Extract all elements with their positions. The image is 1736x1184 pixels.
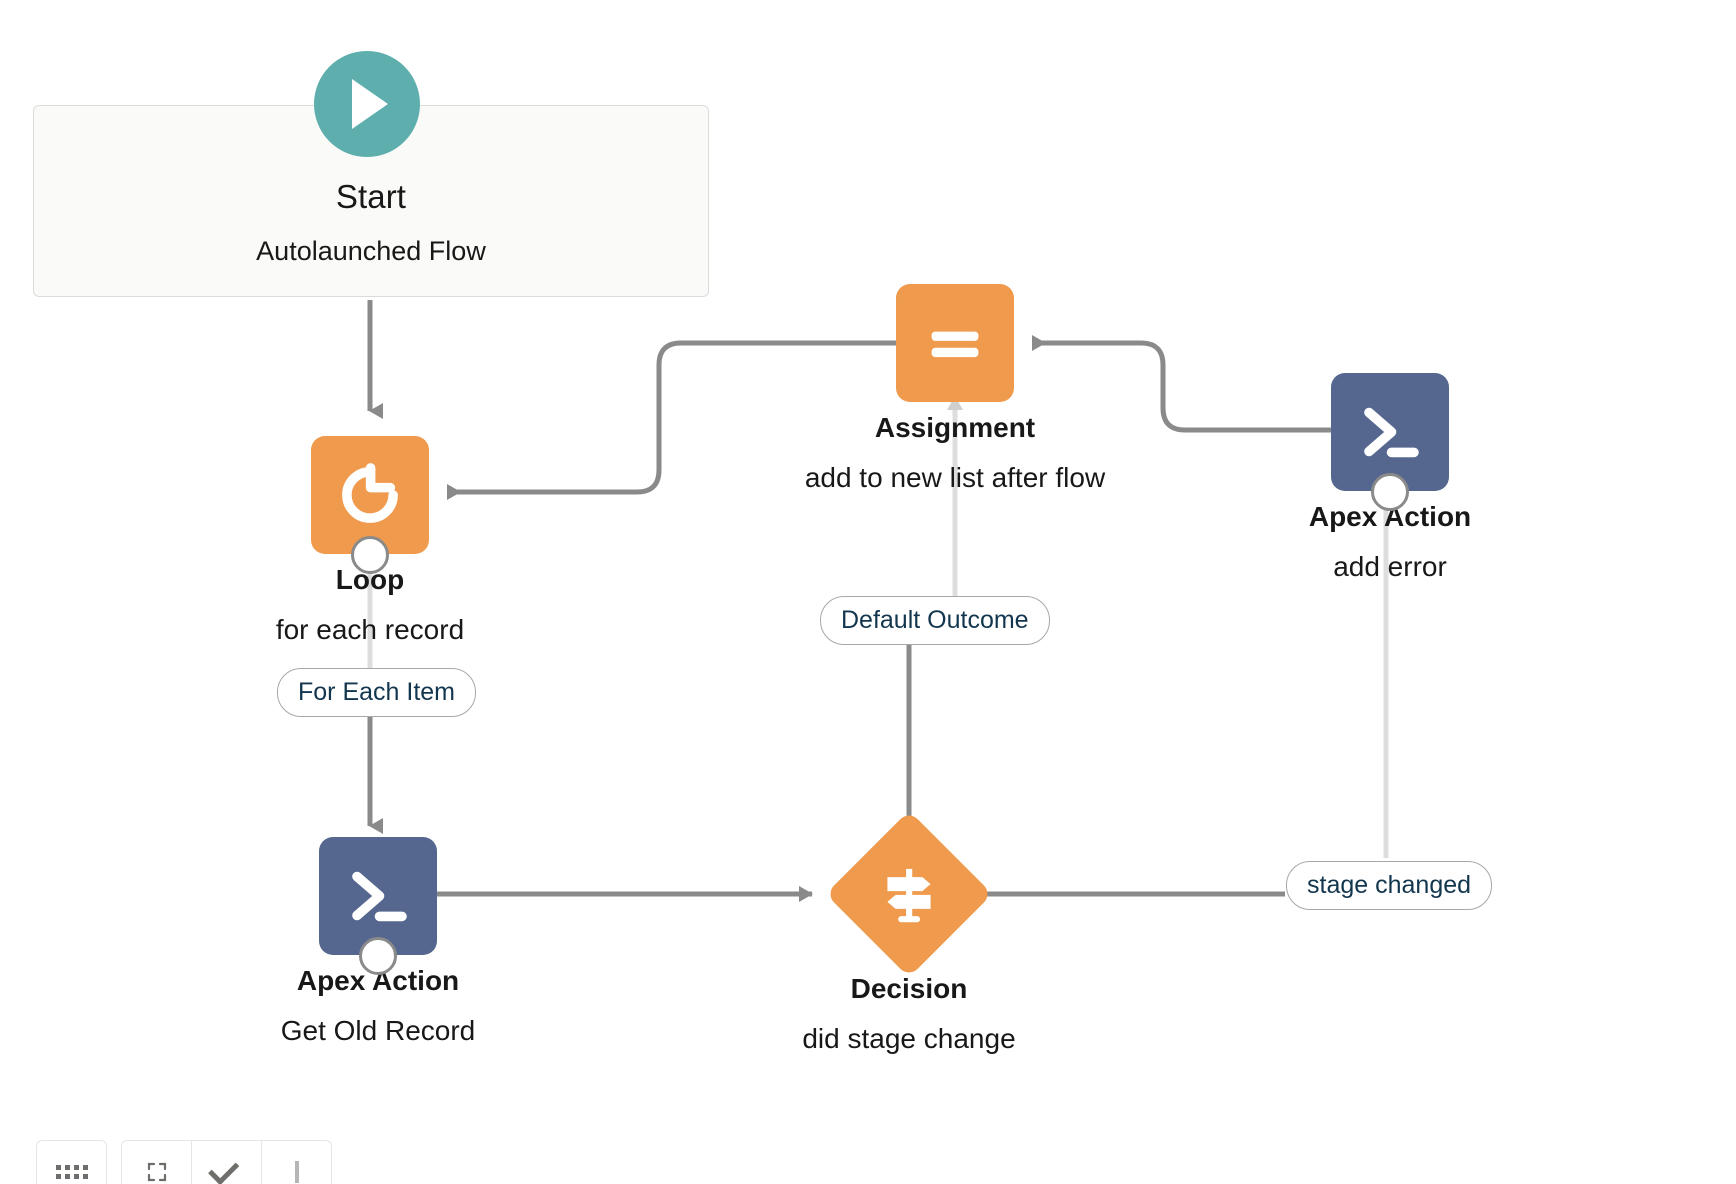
fit-icon [147, 1162, 166, 1182]
decision-title: Decision [850, 973, 968, 1004]
node-apex-get-old-record[interactable]: Apex Action Get Old Record [281, 837, 475, 1046]
check-icon [208, 1153, 240, 1184]
select-mode-button[interactable] [192, 1141, 262, 1184]
equals-icon [896, 284, 1014, 402]
loop-refresh-icon [342, 463, 398, 523]
assignment-subtitle: add to new list after flow [804, 462, 1106, 493]
signpost-icon [825, 810, 993, 978]
bar-icon [294, 1161, 299, 1183]
terminal-prompt-icon [1364, 407, 1419, 458]
zoom-to-fit-button[interactable] [122, 1141, 192, 1184]
dots-grid-icon [55, 1165, 88, 1179]
zoom-level-button[interactable] [262, 1141, 331, 1184]
decision-subtitle: did stage change [802, 1023, 1016, 1054]
loop-icon [311, 436, 429, 554]
pill-for-each-item[interactable]: For Each Item [277, 668, 476, 717]
pill-default-outcome[interactable]: Default Outcome [820, 596, 1050, 645]
play-icon[interactable] [314, 51, 420, 157]
apex-get-old-record-connector-nub[interactable] [359, 937, 397, 975]
zoom-controls-group[interactable] [121, 1140, 332, 1184]
apex-add-error-subtitle: add error [1333, 551, 1447, 582]
canvas-toolbar[interactable] [36, 1140, 332, 1184]
decision-signpost-icon [887, 868, 931, 923]
apex-add-error-connector-nub[interactable] [1371, 473, 1409, 511]
apex-get-old-record-subtitle: Get Old Record [280, 1015, 476, 1046]
apex-terminal-icon [319, 837, 437, 955]
node-decision[interactable]: Decision did stage change [802, 810, 1016, 1054]
loop-connector-nub[interactable] [351, 536, 389, 574]
grid-toggle-button[interactable] [36, 1140, 107, 1184]
play-triangle-icon [352, 79, 388, 129]
apex-terminal-icon [1331, 373, 1449, 491]
assignment-title: Assignment [874, 412, 1036, 443]
pill-stage-changed[interactable]: stage changed [1286, 861, 1493, 910]
terminal-prompt-icon [352, 871, 407, 922]
start-subtitle: Autolaunched Flow [256, 236, 486, 266]
assignment-equals-icon [931, 331, 979, 358]
node-assignment[interactable]: Assignment add to new list after flow [805, 284, 1105, 493]
loop-subtitle: for each record [275, 614, 465, 645]
start-title: Start [335, 178, 407, 215]
node-apex-add-error[interactable]: Apex Action add error [1309, 373, 1471, 582]
node-loop[interactable]: Loop for each record [276, 436, 464, 645]
